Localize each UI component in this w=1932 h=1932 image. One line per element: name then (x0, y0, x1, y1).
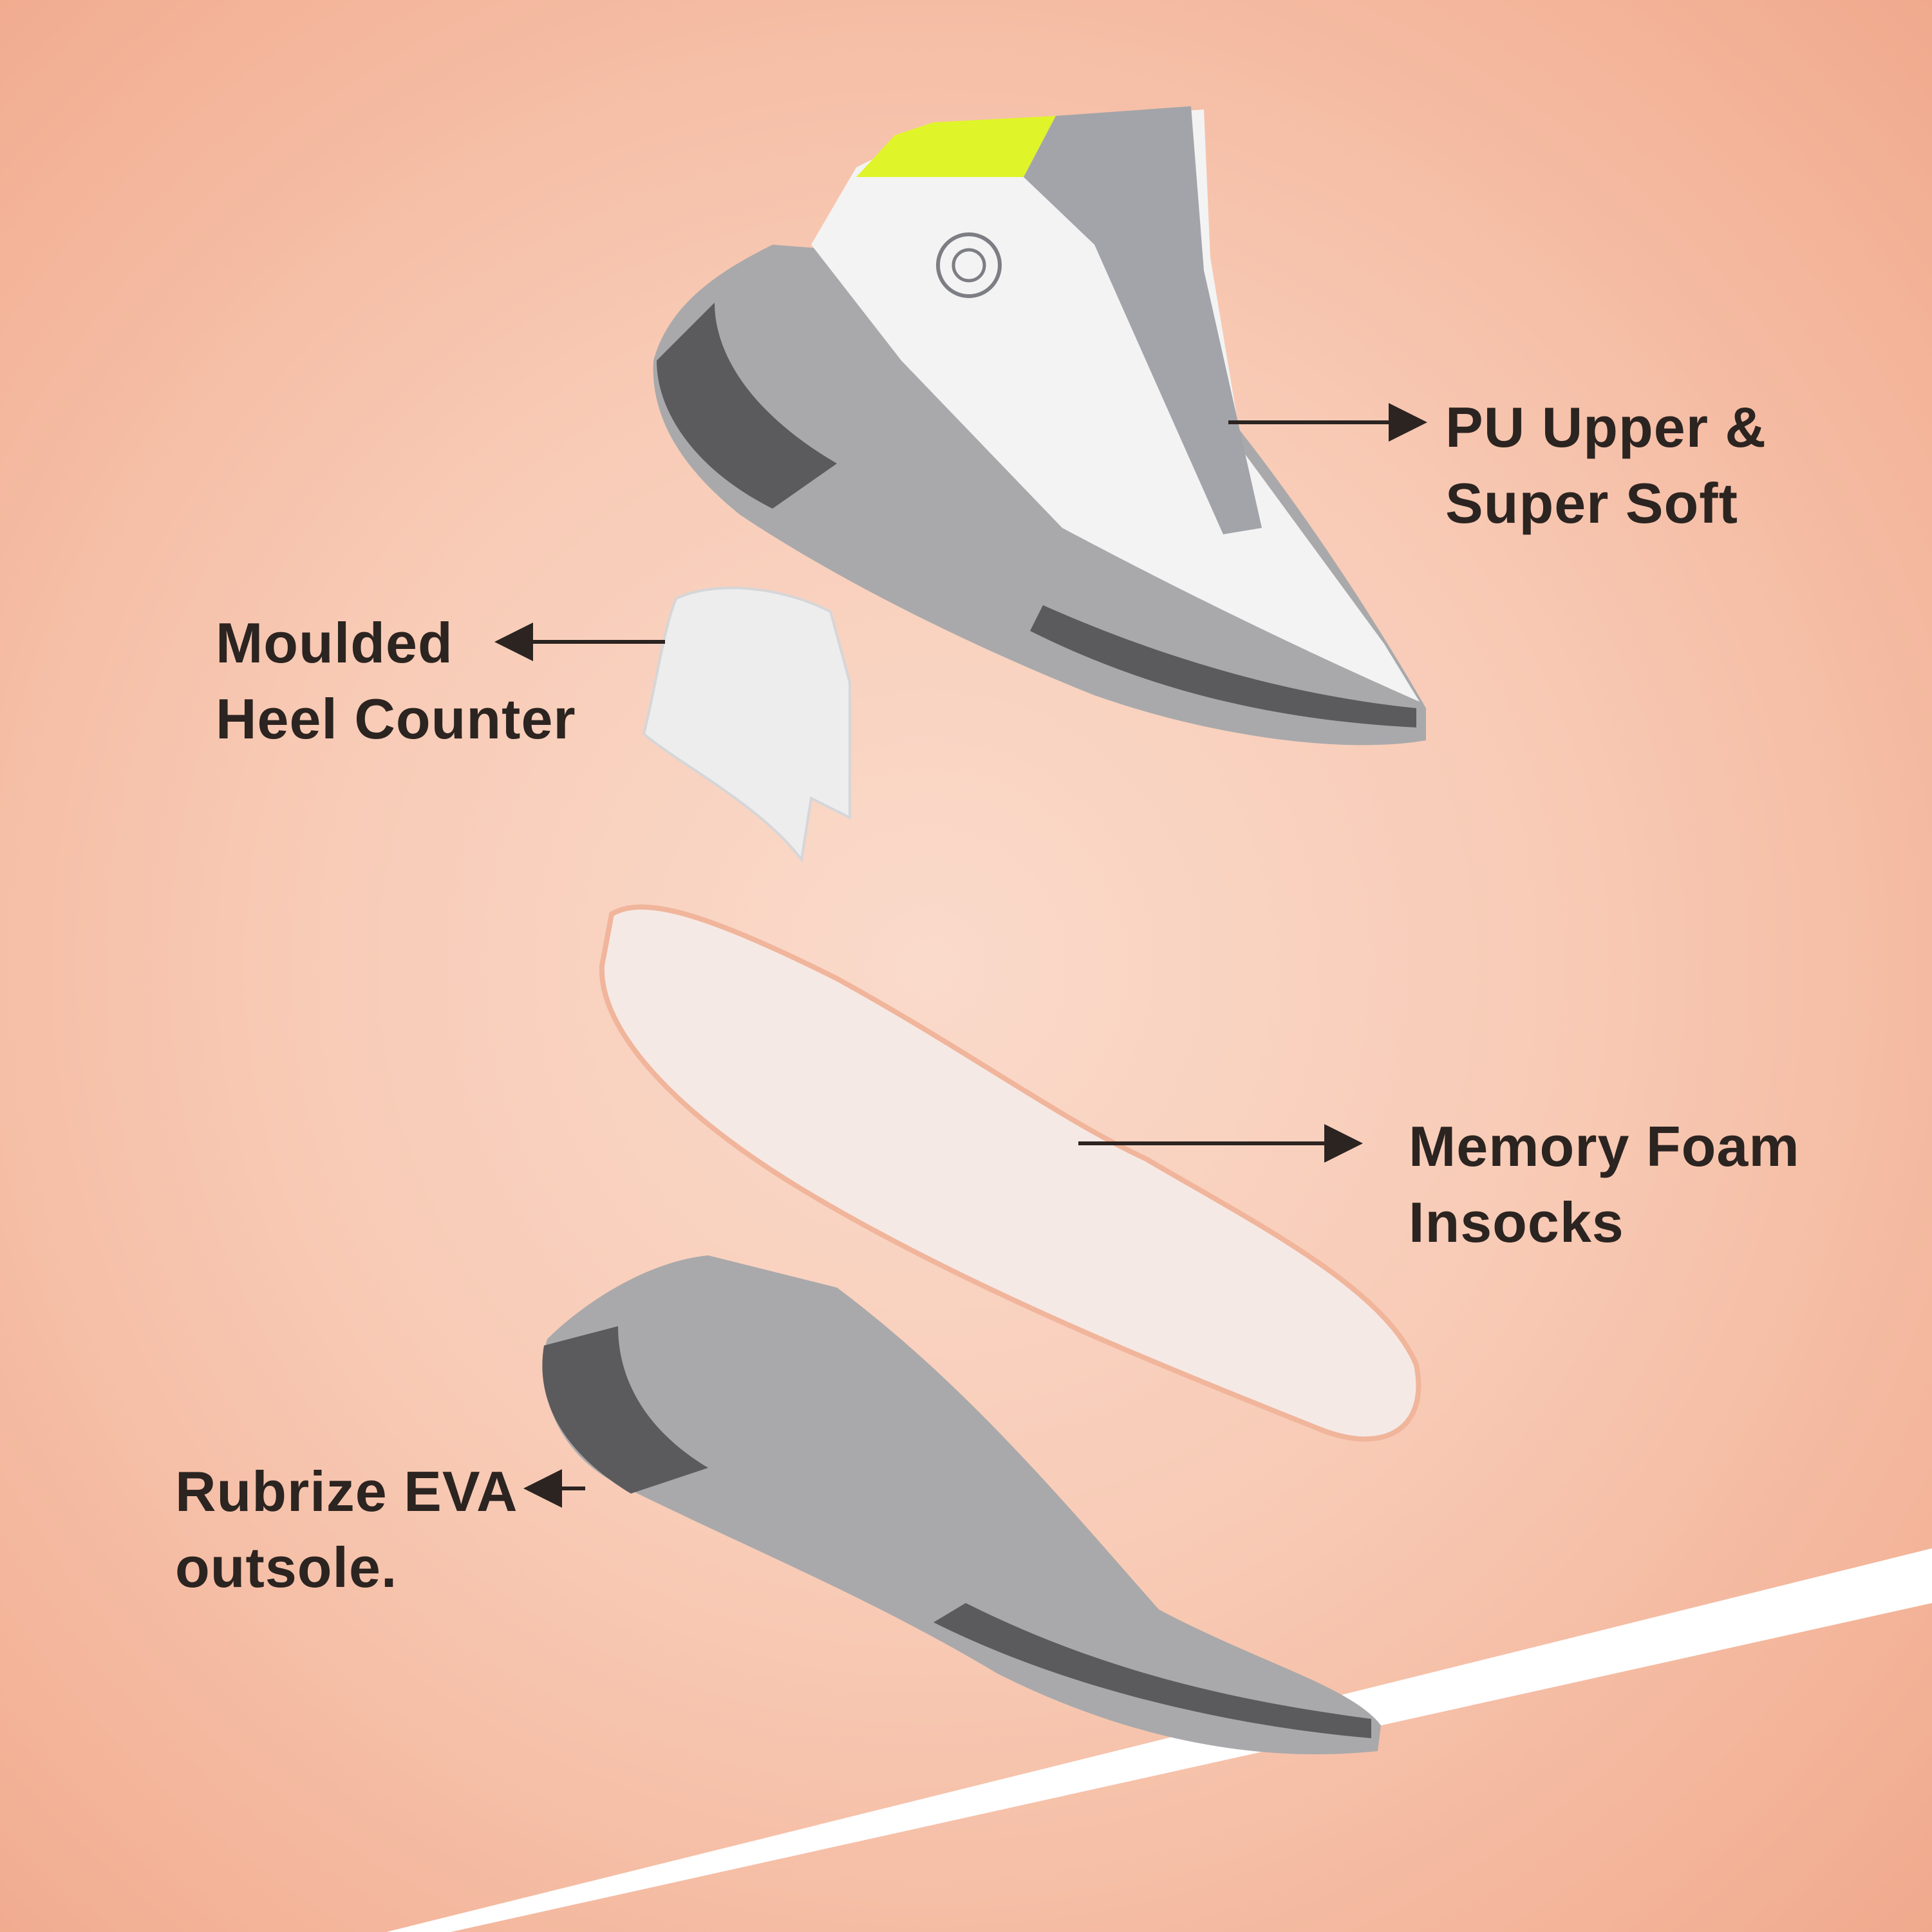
callout-line: Heel Counter (216, 687, 576, 751)
callout-pu-upper: PU Upper & Super Soft (1445, 389, 1767, 541)
court-line (386, 1548, 1932, 1932)
heel-counter (642, 586, 851, 863)
callout-line: PU Upper & (1445, 395, 1767, 459)
callout-heel-counter: Moulded Heel Counter (216, 605, 576, 757)
callout-line: Memory Foam (1409, 1114, 1800, 1178)
callout-memory-foam: Memory Foam Insocks (1409, 1109, 1800, 1261)
callout-line: Super Soft (1445, 471, 1738, 535)
eva-outsole (542, 1255, 1382, 1754)
callout-line: Insocks (1409, 1190, 1624, 1254)
shoe-upper (653, 106, 1426, 746)
callout-line: outsole. (175, 1535, 398, 1599)
callout-line: Rubrize EVA (175, 1459, 518, 1523)
memory-foam-insole (599, 904, 1421, 1442)
callout-outsole: Rubrize EVA outsole. (175, 1454, 518, 1606)
callout-line: Moulded (216, 611, 453, 675)
westcode-logo-icon (936, 232, 1002, 298)
